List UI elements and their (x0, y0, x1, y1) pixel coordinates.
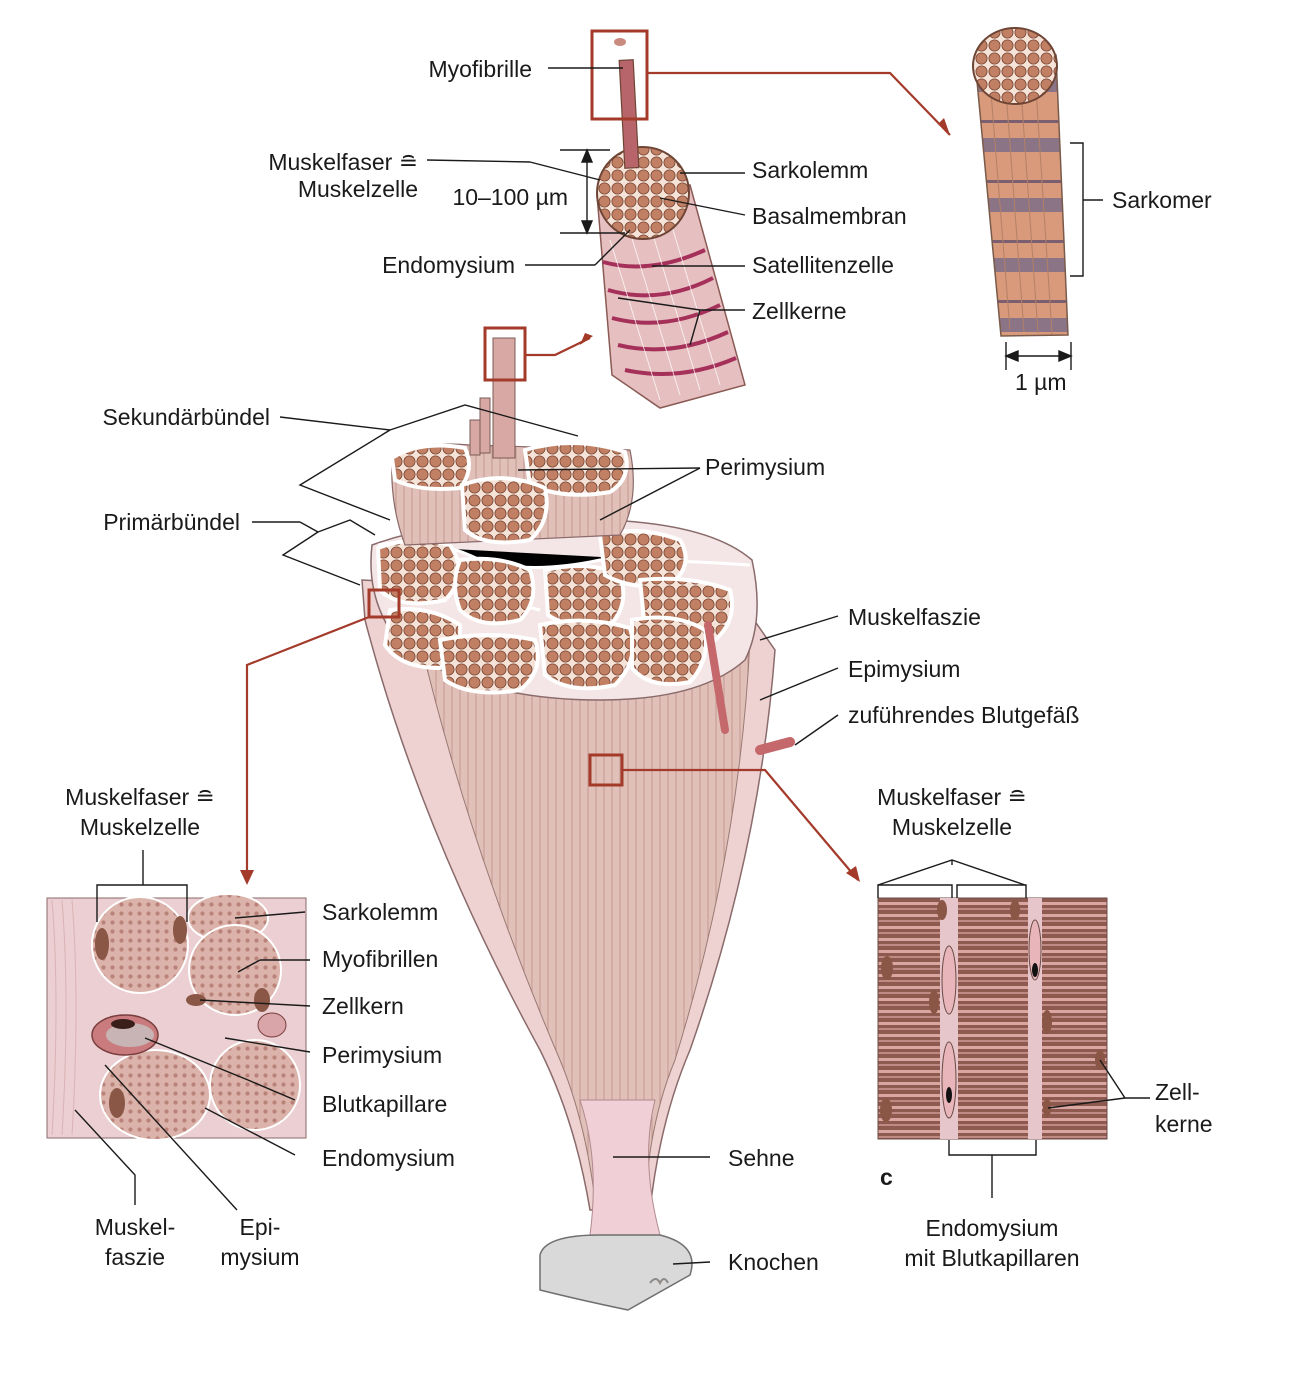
label-endomysium-caps-2: mit Blutkapillaren (904, 1245, 1079, 1271)
label-blutgefaess: zuführendes Blutgefäß (848, 702, 1079, 728)
label-muskelfaszie-right: Muskelfaszie (848, 604, 981, 630)
label-sarkolemm-top: Sarkolemm (752, 157, 868, 183)
label-zellkerne-right-2: kerne (1155, 1111, 1213, 1137)
label-primaerbuendel: Primärbündel (103, 509, 240, 535)
label-knochen: Knochen (728, 1249, 819, 1275)
label-endomysium-caps-1: Endomysium (926, 1215, 1059, 1241)
label-epimysium-right: Epimysium (848, 656, 960, 682)
label-muskelfaser-left-1: Muskelfaser ≘ (65, 784, 215, 810)
label-perimysium-top: Perimysium (705, 454, 825, 480)
label-one-um: 1 µm (1015, 369, 1067, 395)
label-muskelfaser-right-1: Muskelfaser ≘ (877, 784, 1027, 810)
leader-lines (74, 67, 1150, 1265)
label-zellkerne-right-1: Zell- (1155, 1079, 1200, 1105)
label-perimysium-left: Perimysium (322, 1042, 442, 1068)
label-muskelfaszie-bottom-2: faszie (105, 1244, 165, 1270)
highlight-boxes (240, 29, 951, 885)
inset-right-longitudinal (877, 897, 1108, 1140)
label-myofibrille: Myofibrille (428, 56, 532, 82)
label-blutkapillare-left: Blutkapillare (322, 1091, 447, 1117)
label-muskelfaser-left-2: Muskelzelle (80, 814, 200, 840)
label-myofibrillen-left: Myofibrillen (322, 946, 438, 972)
label-sarkolemm-left: Sarkolemm (322, 899, 438, 925)
label-sarkomer: Sarkomer (1112, 187, 1212, 213)
label-panel-c: c (880, 1164, 893, 1190)
labels: Myofibrille Muskelfaser ≘ Muskelzelle 10… (65, 56, 1212, 1275)
sarcomere-cylinder (972, 27, 1069, 337)
label-endomysium-left: Endomysium (322, 1145, 455, 1171)
label-zellkern-left: Zellkern (322, 993, 404, 1019)
label-sehne: Sehne (728, 1145, 795, 1171)
label-muskelfaser-top-2: Muskelzelle (298, 176, 418, 202)
label-diameter: 10–100 µm (452, 184, 568, 210)
muscle-body (361, 337, 795, 1311)
muscle-fiber-cylinder (596, 38, 746, 409)
label-muskelfaser-right-2: Muskelzelle (892, 814, 1012, 840)
label-endomysium-top: Endomysium (382, 252, 515, 278)
inset-left-cross-section (46, 893, 307, 1141)
label-epimysium-bottom-2: mysium (220, 1244, 299, 1270)
label-satellitenzelle: Satellitenzelle (752, 252, 894, 278)
label-muskelfaszie-bottom-1: Muskel- (95, 1214, 176, 1240)
label-muskelfaser-top-1: Muskelfaser ≘ (268, 149, 418, 175)
label-epimysium-bottom-1: Epi- (240, 1214, 281, 1240)
label-basalmembran: Basalmembran (752, 203, 907, 229)
label-sekundaerbuendel: Sekundärbündel (102, 404, 270, 430)
label-zellkerne-top: Zellkerne (752, 298, 847, 324)
